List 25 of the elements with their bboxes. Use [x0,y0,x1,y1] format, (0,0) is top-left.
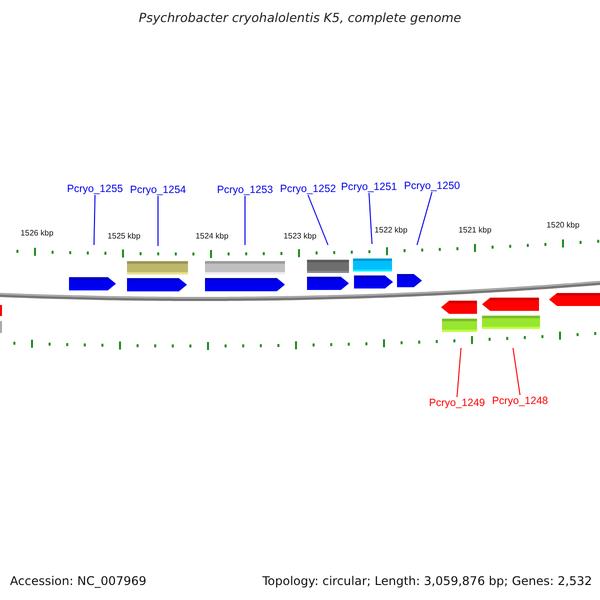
footer-text: Topology: circular; Length: 3,059,876 bp; Genes: 2,532 [262,574,592,588]
gene-label: Pcryo_1250 [404,180,460,192]
scale-label: 1522 kbp [374,226,408,234]
gene-label: Pcryo_1255 [66,183,124,195]
leader-line [456,348,462,398]
leader-line [416,192,432,246]
gene-label: Pcryo_1251 [340,181,398,193]
scale-label: 1526 kbp [20,228,54,238]
leader-line [94,194,96,246]
scale-label: 1524 kbp [196,232,228,240]
leader-line [512,348,520,396]
gene-label: Pcryo_1254 [130,184,186,196]
gene-label: Pcryo_1252 [280,183,336,195]
footer-text: Accession: NC_007969 [10,574,146,588]
leader-line [244,196,246,246]
gene-label: Pcryo_1249 [428,397,486,409]
scale-label: 1520 kbp [546,220,580,230]
scale-label: 1523 kbp [284,232,316,240]
gene-label: Pcryo_1253 [216,184,274,196]
scale-label: 1525 kbp [108,232,140,240]
leader-line [368,192,372,244]
leader-line [308,194,328,246]
gene-label: Pcryo_1248 [492,395,548,407]
title: Psychrobacter cryohalolentis K5, complete genome [138,10,462,25]
scale-label: 1521 kbp [458,226,492,234]
